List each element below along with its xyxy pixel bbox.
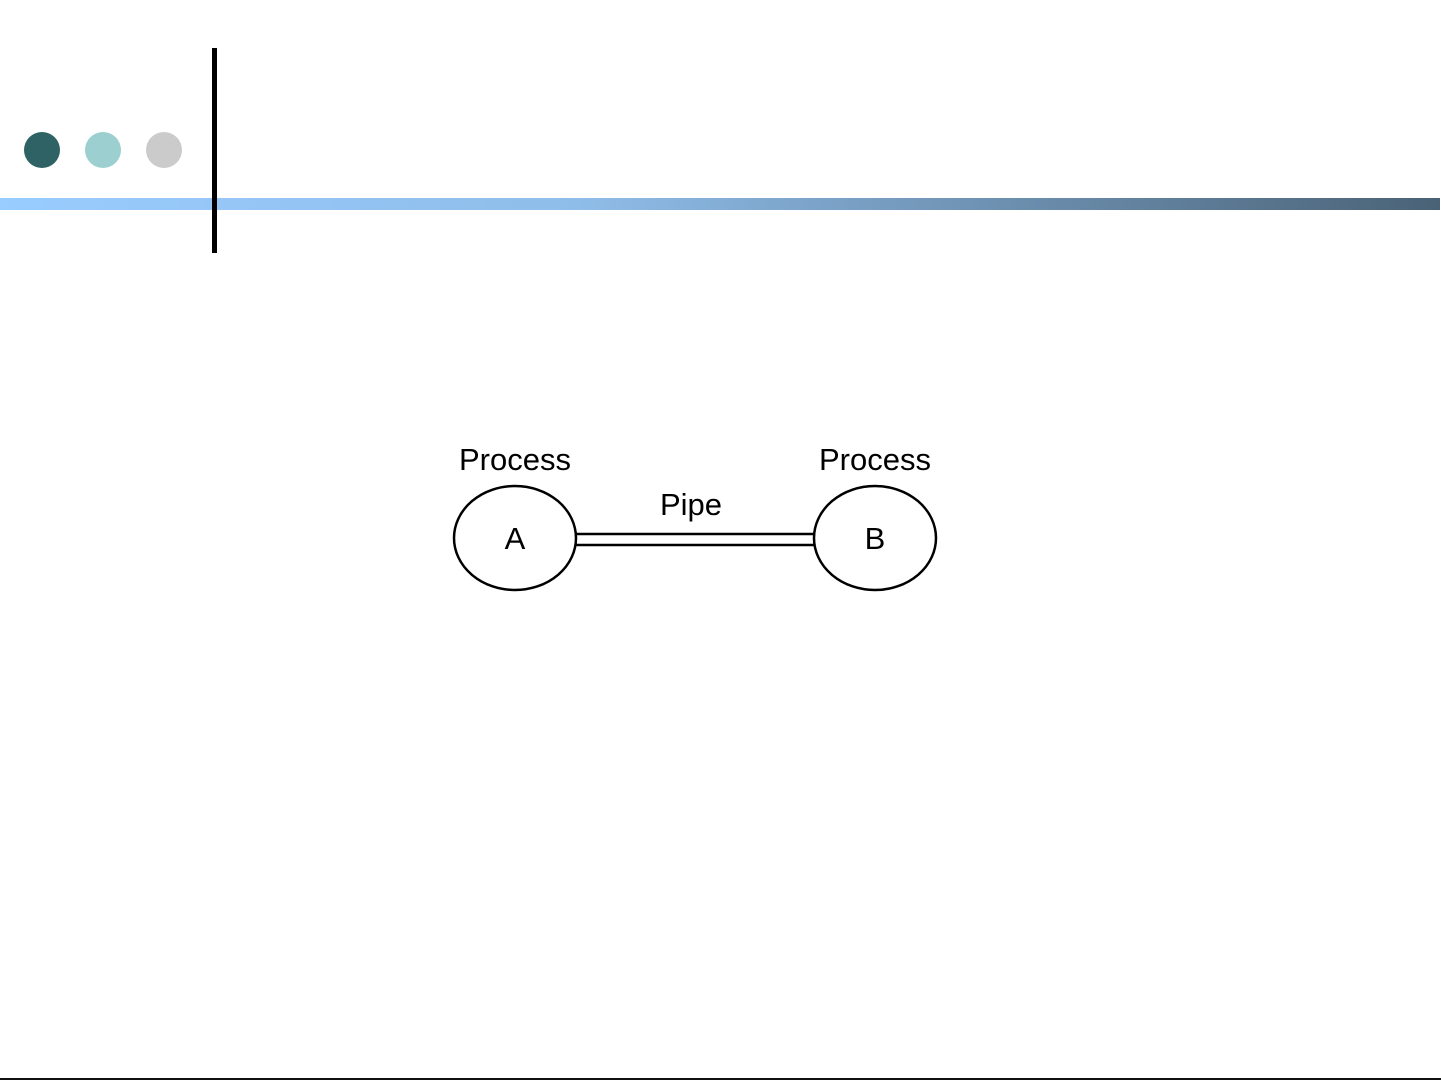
slide-bottom-border	[0, 1078, 1441, 1080]
pipe-label: Pipe	[660, 487, 722, 522]
process-b-label: B	[865, 521, 886, 556]
process-a-label: A	[505, 521, 526, 556]
pipe-edge	[575, 534, 816, 545]
process-b-caption: Process	[819, 442, 931, 477]
process-a-caption: Process	[459, 442, 571, 477]
